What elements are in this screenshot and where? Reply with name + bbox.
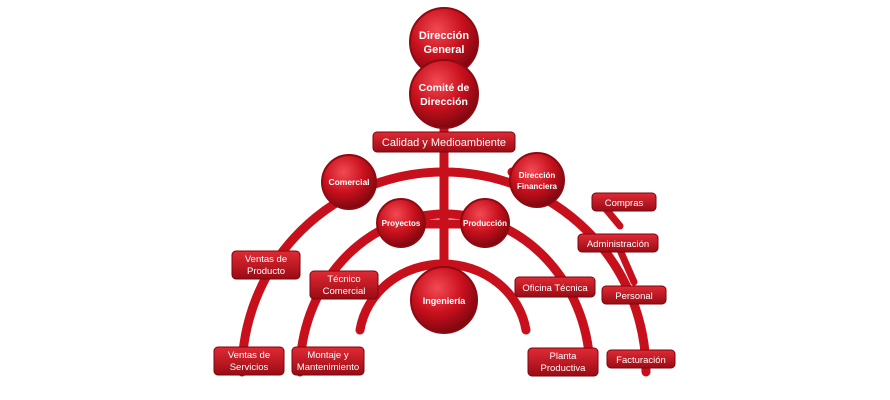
facturacion-label: Facturación — [616, 355, 666, 366]
direccion-general-label-1: Dirección — [419, 30, 469, 42]
direccion-general-label-2: General — [424, 44, 465, 56]
ventas-producto-label-1: Ventas de — [245, 254, 287, 265]
node-ventas-servicios[interactable]: Ventas de Servicios — [213, 346, 285, 376]
calidad-label: Calidad y Medioambiente — [382, 137, 506, 149]
administracion-label: Administración — [587, 239, 649, 250]
node-compras[interactable]: Compras — [591, 192, 657, 212]
node-tecnico-comercial[interactable]: Técnico Comercial — [309, 270, 379, 300]
node-calidad-medioambiente[interactable]: Calidad y Medioambiente — [372, 131, 516, 153]
comercial-label: Comercial — [328, 177, 369, 187]
node-comercial[interactable]: Comercial — [321, 154, 377, 210]
node-direccion-financiera[interactable]: Dirección Financiera — [509, 152, 565, 208]
node-montaje-mantenimiento[interactable]: Montaje y Mantenimiento — [291, 346, 365, 376]
node-proyectos[interactable]: Proyectos — [376, 198, 426, 248]
produccion-label: Producción — [463, 219, 507, 228]
montaje-label-1: Montaje y — [307, 350, 348, 361]
comite-label-2: Dirección — [420, 96, 468, 108]
node-ventas-producto[interactable]: Ventas de Producto — [231, 250, 301, 280]
node-comite-direccion[interactable]: Comité de Dirección — [409, 59, 479, 129]
oficina-tecnica-label: Oficina Técnica — [522, 283, 588, 294]
node-administracion[interactable]: Administración — [577, 233, 659, 253]
financiera-label-2: Financiera — [517, 182, 558, 191]
tecnico-comercial-label-2: Comercial — [323, 286, 366, 297]
tecnico-comercial-label-1: Técnico — [327, 274, 360, 285]
ventas-servicios-label-1: Ventas de — [228, 350, 270, 361]
personal-label: Personal — [615, 291, 653, 302]
node-personal[interactable]: Personal — [601, 285, 667, 305]
financiera-label-1: Dirección — [519, 171, 556, 180]
finance-branch-2 — [616, 246, 638, 286]
planta-label-1: Planta — [550, 351, 578, 362]
proyectos-label: Proyectos — [382, 219, 421, 228]
node-ingenieria[interactable]: Ingeniería — [410, 266, 478, 334]
montaje-label-2: Mantenimiento — [297, 362, 359, 373]
ingenieria-label: Ingeniería — [423, 296, 467, 306]
comite-label-1: Comité de — [419, 82, 470, 94]
ventas-servicios-label-2: Servicios — [230, 362, 269, 373]
compras-label: Compras — [605, 198, 644, 209]
node-planta-productiva[interactable]: Planta Productiva — [527, 347, 599, 377]
ventas-producto-label-2: Producto — [247, 266, 285, 277]
node-oficina-tecnica[interactable]: Oficina Técnica — [514, 276, 596, 298]
node-produccion[interactable]: Producción — [460, 198, 510, 248]
node-facturacion[interactable]: Facturación — [606, 349, 676, 369]
planta-label-2: Productiva — [541, 363, 587, 374]
